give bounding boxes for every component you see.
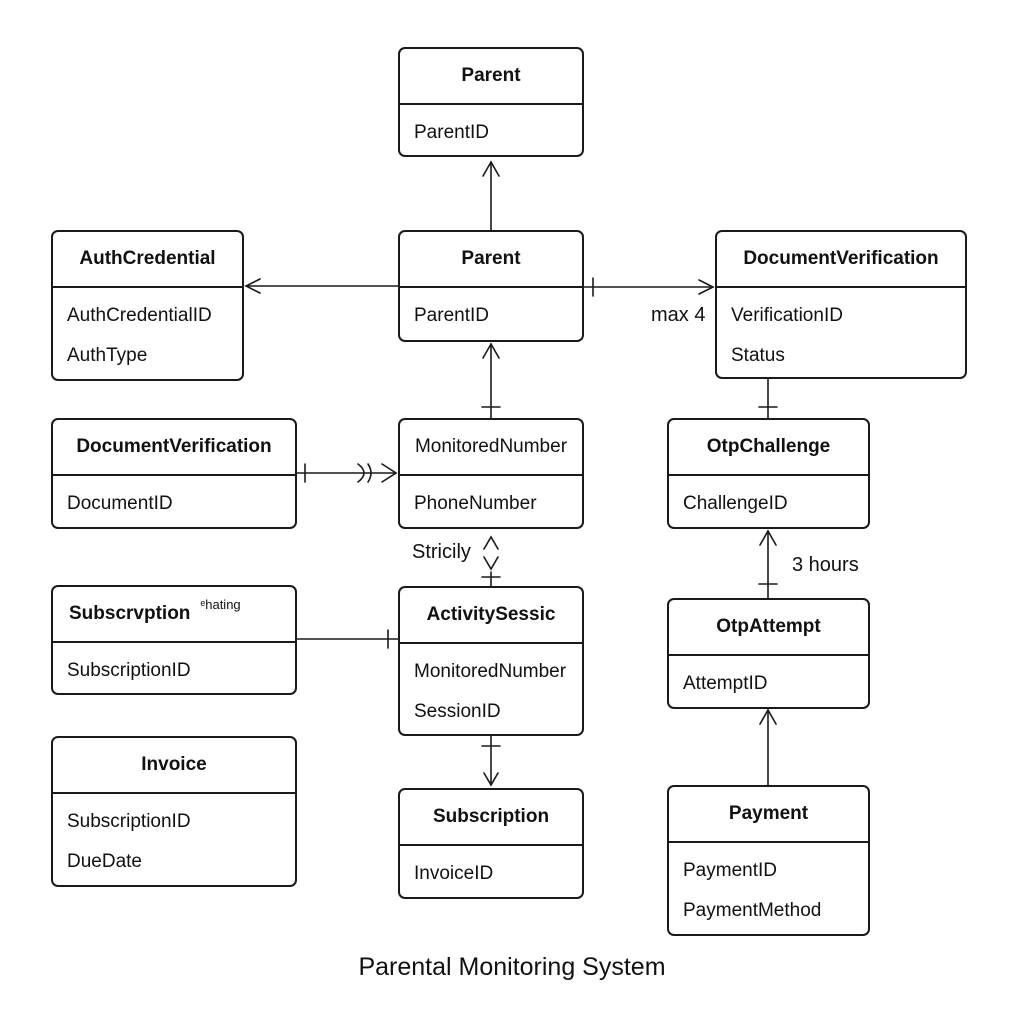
arrowhead-parent-center	[482, 342, 500, 359]
entity-authcredential[interactable]: AuthCredential AuthCredentialID AuthType	[51, 230, 244, 381]
entity-parent-center[interactable]: Parent ParentID	[398, 230, 584, 342]
entity-title: DocumentVerification	[53, 420, 295, 476]
entity-otpchallenge[interactable]: OtpChallenge ChallengeID	[667, 418, 870, 529]
entity-title: Parent	[400, 49, 582, 105]
entity-attribute: PhoneNumber	[414, 493, 537, 514]
entity-documentverification-left[interactable]: DocumentVerification DocumentID	[51, 418, 297, 529]
entity-title: AuthCredential	[53, 232, 242, 288]
entity-attribute: SubscriptionID	[67, 811, 191, 832]
entity-activitysession[interactable]: ActivitySessic MonitoredNumber SessionID	[398, 586, 584, 736]
entity-attribute: VerificationID	[731, 305, 843, 326]
arrowhead-docverification	[698, 279, 715, 295]
entity-attribute: SessionID	[414, 701, 501, 722]
entity-attribute: ChallengeID	[683, 493, 788, 514]
entity-attribute: Status	[731, 345, 785, 366]
entity-attribute: AttemptID	[683, 673, 768, 694]
entity-attribute: AuthType	[67, 345, 148, 366]
arrowhead-strictly-up	[483, 535, 499, 550]
label-3hours: 3 hours	[792, 554, 859, 576]
arrowhead-authcredential	[244, 278, 261, 294]
entity-subscription-bottom[interactable]: Subscription InvoiceID	[398, 788, 584, 899]
entity-attribute: PaymentMethod	[683, 900, 822, 921]
entity-title: ActivitySessic	[400, 588, 582, 644]
entity-title: Invoice	[53, 738, 295, 794]
arrowhead-strictly-down	[483, 556, 499, 571]
label-max4: max 4	[651, 304, 706, 326]
arrowhead-subscription-bottom	[483, 772, 499, 787]
arrowhead-otpchallenge	[759, 529, 777, 546]
entity-title: DocumentVerification	[717, 232, 965, 288]
entity-title: Subscrvption ᵉhating	[53, 587, 295, 643]
entity-invoice[interactable]: Invoice SubscriptionID DueDate	[51, 736, 297, 887]
entity-otpattempt[interactable]: OtpAttempt AttemptID	[667, 598, 870, 709]
entity-attribute: InvoiceID	[414, 863, 494, 884]
garbled-label: ᵉhating	[200, 597, 241, 612]
entity-subscription-left[interactable]: Subscrvption ᵉhating SubscriptionID	[51, 585, 297, 695]
entity-documentverification-right[interactable]: DocumentVerification VerificationID Stat…	[715, 230, 967, 379]
entity-title: Subscription	[400, 790, 582, 846]
arrowhead-monitored	[381, 463, 398, 483]
entity-attribute: DocumentID	[67, 493, 173, 514]
entity-title: OtpChallenge	[669, 420, 868, 476]
arrowhead-otpattempt	[759, 708, 777, 725]
entity-attribute: MonitoredNumber	[414, 661, 567, 682]
entity-attribute: PaymentID	[683, 860, 777, 881]
diagram-caption: Parental Monitoring System	[358, 953, 666, 981]
entity-attribute: DueDate	[67, 851, 142, 872]
crowsfoot-monitored	[357, 463, 372, 483]
entity-payment[interactable]: Payment PaymentID PaymentMethod	[667, 785, 870, 936]
entity-title: OtpAttempt	[669, 600, 868, 656]
entity-monitorednumber[interactable]: MonitoredNumber PhoneNumber	[398, 418, 584, 529]
entity-attribute: SubscriptionID	[67, 660, 191, 681]
entity-parent-top[interactable]: Parent ParentID	[398, 47, 584, 157]
entity-attribute: ParentID	[414, 122, 489, 143]
entity-title: Payment	[669, 787, 868, 843]
entity-title: Parent	[400, 232, 582, 288]
entity-attribute: AuthCredentialID	[67, 305, 212, 326]
label-strictly: Stricily	[412, 541, 471, 563]
entity-title: MonitoredNumber	[400, 420, 582, 476]
arrowhead-parent-top	[482, 160, 500, 177]
entity-title-text: Subscrvption	[69, 603, 191, 624]
entity-attribute: ParentID	[414, 305, 489, 326]
